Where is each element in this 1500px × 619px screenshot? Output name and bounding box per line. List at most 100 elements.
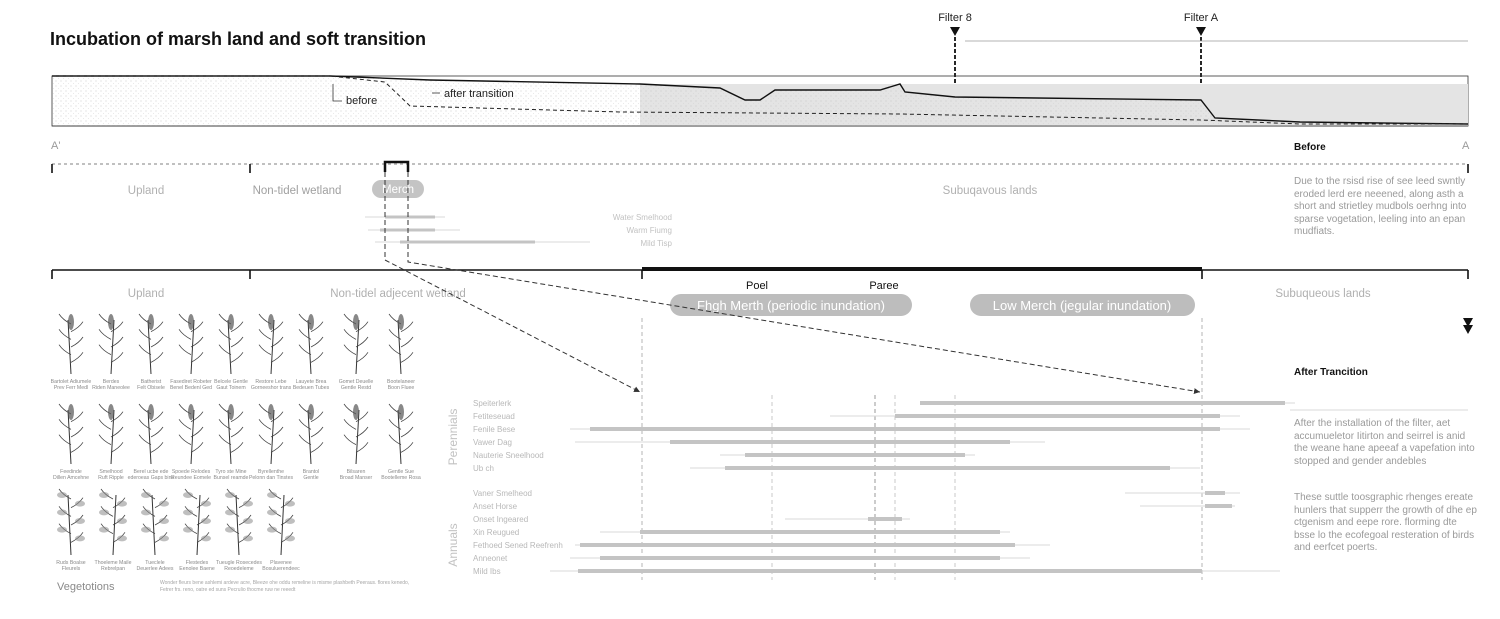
plant-icon xyxy=(298,313,324,375)
gantt-row-label: Xin Reugued xyxy=(473,528,519,537)
plant-icon xyxy=(99,488,127,556)
filter-markers: Filter 8 Filter A xyxy=(938,12,1468,120)
zone-subaqueous-before: Subuqavous lands xyxy=(943,185,1038,197)
gantt-row-label: Mild Ibs xyxy=(473,567,501,576)
point-a: A xyxy=(1462,140,1470,152)
plant-icon xyxy=(388,403,414,465)
plant-icon xyxy=(343,313,369,375)
after-text-2: These suttle toosgraphic rhenges ereate … xyxy=(1294,492,1477,553)
zone-nontidal-after: Non-tidel adjecent wetland xyxy=(330,288,466,300)
vegetation-caption: Wonder fleurs bene ashlemi ardeve acre, … xyxy=(160,580,410,593)
high-marsh-label: Fhgh Merth (periodic inundation) xyxy=(697,298,885,313)
plant-icon xyxy=(57,488,85,556)
plant-icon xyxy=(178,313,204,375)
plant-icon xyxy=(58,403,84,465)
gantt-row-label: Onset Ingeared xyxy=(473,515,528,524)
after-text-1: After the installation of the filter, ae… xyxy=(1294,418,1475,467)
low-marsh-pill xyxy=(970,294,1195,316)
point-a-prime: A' xyxy=(51,140,60,152)
projection-lines xyxy=(384,172,1201,394)
zone-marsh-before: Merch xyxy=(382,184,414,196)
gantt-row-label: Vaner Smelheod xyxy=(473,489,532,498)
vegetation-label: Vegetotions xyxy=(57,581,115,593)
plant-icon xyxy=(98,313,124,375)
plant-icon xyxy=(218,403,244,465)
gantt-row-label: Nauterie Sneelhood xyxy=(473,451,544,460)
plant-icon xyxy=(58,313,84,375)
zone-upland-before: Upland xyxy=(128,185,164,197)
plant-icon xyxy=(258,403,284,465)
timeline-chart: Perennials Annuals SpeiterlerkFetiteseua… xyxy=(446,318,1295,580)
gantt-row-label: Fenile Bese xyxy=(473,425,516,434)
group-annuals: Annuals xyxy=(446,523,460,566)
before-species-bars: Water Smelhood Warm Fiumg Mild Tisp xyxy=(365,213,673,248)
plant-icon xyxy=(138,403,164,465)
plant-icon xyxy=(388,313,414,375)
before-heading: Before xyxy=(1294,142,1326,153)
gantt-row-label: Fetiteseuad xyxy=(473,412,515,421)
group-perennials: Perennials xyxy=(446,409,460,466)
gantt-row-label: Ub ch xyxy=(473,464,494,473)
plant-icon xyxy=(258,313,284,375)
double-arrow-down-icon xyxy=(1463,318,1473,334)
cross-section: before after transition A' A xyxy=(51,75,1470,152)
gantt-row-label: Fethoed Sened Reefrenh xyxy=(473,541,563,550)
filter-8-arrow-icon xyxy=(950,27,960,36)
high-marsh-pill xyxy=(670,294,912,316)
zone-nontidal-before: Non-tidel wetland xyxy=(253,185,342,197)
plant-icon xyxy=(225,488,253,556)
plant-icon xyxy=(183,488,211,556)
marker-poel: Poel xyxy=(746,280,768,292)
marker-paree: Paree xyxy=(869,280,898,292)
gantt-row-label: Vawer Dag xyxy=(473,438,512,447)
page-title: Incubation of marsh land and soft transi… xyxy=(50,29,427,49)
filter-a-arrow-icon xyxy=(1196,27,1206,36)
plant-icon xyxy=(178,403,204,465)
plant-icon xyxy=(138,313,164,375)
after-zone-band: Upland Non-tidel adjecent wetland Subuqu… xyxy=(51,267,1469,316)
species-before-3: Mild Tisp xyxy=(640,239,672,248)
plant-icon xyxy=(218,313,244,375)
gantt-row-label: Speiterlerk xyxy=(473,399,512,408)
species-before-1: Water Smelhood xyxy=(613,213,672,222)
gantt-row-label: Anset Horse xyxy=(473,502,518,511)
before-zone-band: Upland Non-tidel wetland Merch Subuqavou… xyxy=(51,160,1469,248)
before-text: Due to the rsisd rise of see leed swntly… xyxy=(1294,176,1467,237)
plant-icon xyxy=(98,403,124,465)
